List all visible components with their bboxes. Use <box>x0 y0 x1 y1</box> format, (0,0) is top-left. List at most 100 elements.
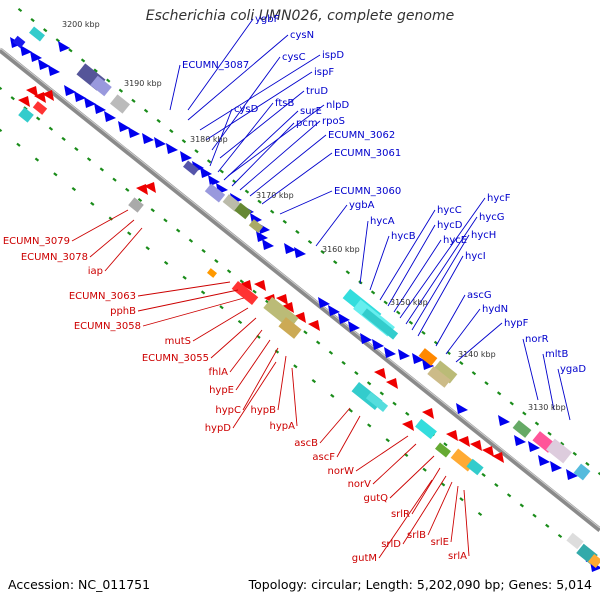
tick-mark <box>559 441 565 446</box>
tick-mark <box>112 177 117 182</box>
forward-gene-label-f31: mltB <box>545 349 568 360</box>
forward-leader-line <box>542 353 555 411</box>
tick-mark <box>311 379 317 384</box>
forward-gene-label-f3: cysN <box>290 30 314 41</box>
tick-mark <box>496 391 502 396</box>
feature-block <box>29 26 45 42</box>
forward-gene-label-f24: hycG <box>479 212 505 223</box>
forward-gene-arrow <box>398 349 410 360</box>
tick-mark <box>295 229 300 234</box>
reverse-gene-label-r1: ECUMN_3079 <box>3 236 70 247</box>
forward-gene-arrow <box>456 403 468 414</box>
feature-block <box>90 75 112 97</box>
feature-block <box>566 532 584 550</box>
reverse-gene-label-r14: hypA <box>270 421 296 432</box>
reverse-leader-line <box>137 281 231 297</box>
scale-label-s3130: 3130 kbp <box>528 403 566 412</box>
feature-block <box>466 458 484 476</box>
tick-mark <box>226 269 232 274</box>
feature-block <box>418 348 438 366</box>
forward-gene-arrow <box>498 415 510 426</box>
tick-mark <box>494 483 499 488</box>
forward-gene-label-f17: ygbA <box>349 200 375 211</box>
reverse-leader-line <box>450 485 459 543</box>
tick-mark <box>145 246 150 251</box>
forward-leader-line <box>315 204 348 247</box>
tick-mark <box>484 381 489 386</box>
forward-gene-arrow <box>294 247 306 258</box>
forward-leader-line <box>249 134 327 197</box>
tick-mark <box>125 187 130 192</box>
tick-mark <box>150 208 155 213</box>
forward-gene-arrow <box>538 455 550 466</box>
reverse-gene-label-r9: fhlA <box>209 367 229 378</box>
accession-text: Accession: NC_011751 <box>8 577 151 592</box>
reverse-gene-label-r15: ascB <box>294 438 318 449</box>
tick-mark <box>34 157 40 162</box>
forward-gene-label-f11: surE <box>300 106 322 117</box>
tick-mark <box>0 128 3 133</box>
feature-block <box>231 280 259 306</box>
forward-gene-arrow <box>74 91 86 102</box>
reverse-gene-arrow <box>144 182 156 193</box>
reverse-leader-line <box>192 307 249 342</box>
forward-leader-line <box>217 102 274 173</box>
forward-gene-arrow <box>154 137 166 148</box>
reverse-gene-label-r21: srlD <box>381 539 401 550</box>
forward-leader-line <box>279 190 333 215</box>
forward-gene-arrow <box>372 339 384 350</box>
forward-gene-label-f19: hycB <box>391 231 416 242</box>
tick-mark <box>477 511 483 517</box>
feature-block <box>207 268 217 278</box>
tick-mark <box>269 209 275 214</box>
tick-mark <box>320 250 325 255</box>
tick-mark <box>206 159 212 164</box>
forward-gene-label-f7: truD <box>306 86 328 97</box>
reverse-gene-arrow <box>294 312 306 323</box>
forward-gene-label-f27: ascG <box>467 290 492 301</box>
tick-mark <box>366 381 372 386</box>
scale-label-s3140: 3140 kbp <box>458 350 496 359</box>
tick-mark <box>99 167 105 172</box>
tick-mark <box>71 187 77 192</box>
feature-block <box>512 420 532 438</box>
reverse-gene-label-r17: norW <box>328 466 355 477</box>
forward-leader-line <box>522 338 539 401</box>
reverse-leader-line <box>235 339 271 391</box>
tick-mark <box>307 239 313 245</box>
tick-mark <box>443 442 448 447</box>
tick-mark <box>200 290 206 295</box>
tick-mark <box>315 340 321 345</box>
forward-leader-line <box>239 120 321 191</box>
reverse-gene-arrow <box>422 408 434 419</box>
forward-gene-label-f15: ECUMN_3061 <box>334 148 401 159</box>
tick-mark <box>585 461 590 466</box>
reverse-gene-label-r13: hypD <box>205 423 232 434</box>
tick-mark <box>557 533 563 539</box>
reverse-gene-label-r20: srlR <box>391 509 410 520</box>
feature-block <box>234 202 252 220</box>
tick-mark <box>348 408 353 413</box>
tick-mark <box>163 218 168 223</box>
reverse-leader-line <box>229 329 263 373</box>
tick-mark <box>237 319 243 325</box>
reverse-leader-line <box>291 367 298 427</box>
reverse-leader-line <box>137 289 239 312</box>
tick-mark <box>48 126 54 131</box>
tick-mark <box>169 128 174 134</box>
reverse-leader-line <box>402 475 447 545</box>
reverse-gene-labels: ECUMN_3079ECUMN_3078iapECUMN_3063pphBECU… <box>3 236 467 564</box>
tick-mark <box>214 259 219 264</box>
tick-mark <box>532 513 537 518</box>
forward-gene-arrow <box>48 65 60 76</box>
reverse-gene-arrow <box>254 280 266 291</box>
forward-gene-arrow <box>528 441 540 452</box>
forward-leader-line <box>227 104 325 177</box>
reverse-gene-arrow <box>34 92 46 103</box>
forward-gene-arrow <box>318 297 330 308</box>
tick-mark <box>481 472 486 477</box>
forward-gene-arrow <box>166 143 178 154</box>
